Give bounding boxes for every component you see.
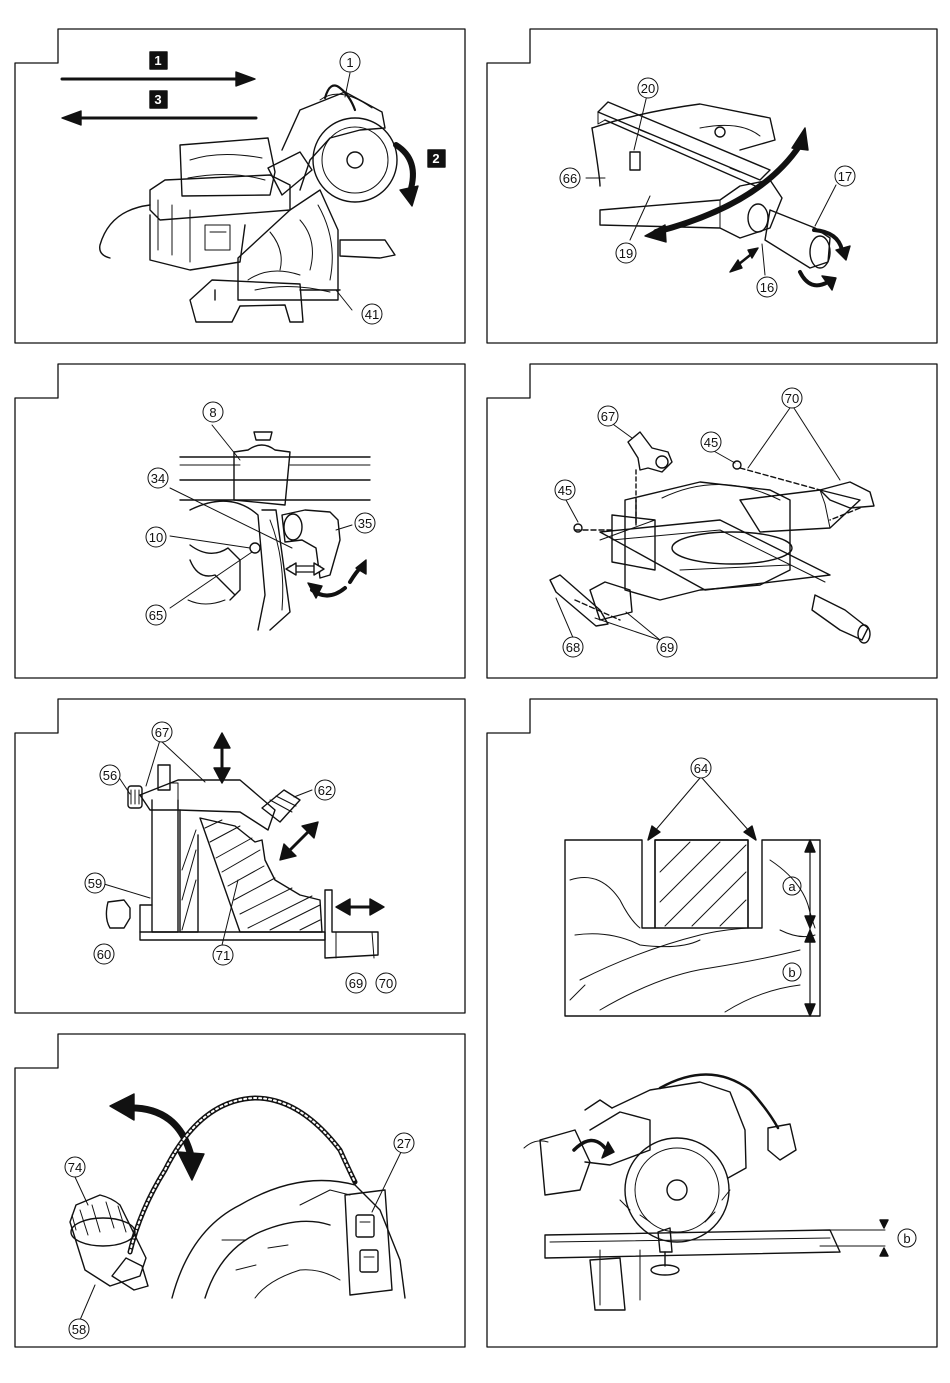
callout-p3-8: 8 [209, 405, 216, 420]
dimension-label-a: a [788, 879, 796, 894]
callout-p3-65: 65 [149, 608, 163, 623]
callout-p3-34: 34 [151, 471, 165, 486]
callout-p2-20: 20 [641, 81, 655, 96]
callout-p7-27: 27 [397, 1136, 411, 1151]
callout-p7-74: 74 [68, 1160, 82, 1175]
panel-5-vise-drawing [104, 733, 384, 958]
callout-p2-19: 19 [619, 246, 633, 261]
callout-p4-68: 68 [566, 640, 580, 655]
callout-p5-70: 70 [379, 976, 393, 991]
dimension-label-b: b [788, 965, 795, 980]
callout-p2-16: 16 [760, 280, 774, 295]
callout-p5-62: 62 [318, 783, 332, 798]
callout-p5-71: 71 [216, 948, 230, 963]
callout-p7-58: 58 [72, 1322, 86, 1337]
panel-2-frame [487, 29, 937, 343]
callout-p3-35: 35 [358, 516, 372, 531]
callouts-panel-3 [170, 425, 352, 608]
callout-p4-45-left: 45 [558, 483, 572, 498]
panel-5-frame [15, 699, 465, 1013]
callout-p5-67: 67 [155, 725, 169, 740]
panel-6-frame [487, 699, 937, 1347]
callout-p1-1: 1 [346, 55, 353, 70]
panel-7-frame [15, 1034, 465, 1347]
panel-3-lock-drawing [170, 425, 370, 630]
callout-p5-60: 60 [97, 947, 111, 962]
panel-3-frame [15, 364, 465, 678]
callout-p5-59: 59 [88, 876, 102, 891]
callout-p2-17: 17 [838, 169, 852, 184]
callout-p5-69: 69 [349, 976, 363, 991]
step-box-label-3: 3 [154, 92, 161, 107]
dimension-label-b-lower: b [903, 1231, 910, 1246]
panel-6-depth-drawing [524, 778, 916, 1310]
callout-p4-45-top: 45 [704, 435, 718, 450]
callout-p6-64: 64 [694, 761, 708, 776]
callout-labels: 1 41 1 2 3 20 66 17 19 16 8 34 35 10 65 … [65, 52, 911, 1339]
callout-p3-10: 10 [149, 530, 163, 545]
callout-p5-56: 56 [103, 768, 117, 783]
callout-p2-66: 66 [563, 171, 577, 186]
panel-1-saw-drawing [62, 52, 445, 322]
callout-p4-69: 69 [660, 640, 674, 655]
callout-p4-67: 67 [601, 409, 615, 424]
callout-p4-70: 70 [785, 391, 799, 406]
callout-p1-41: 41 [365, 307, 379, 322]
step-box-label-1: 1 [154, 53, 161, 68]
panel-7-light-drawing [70, 1094, 405, 1320]
step-box-label-2: 2 [432, 151, 439, 166]
panel-frames [15, 29, 937, 1347]
